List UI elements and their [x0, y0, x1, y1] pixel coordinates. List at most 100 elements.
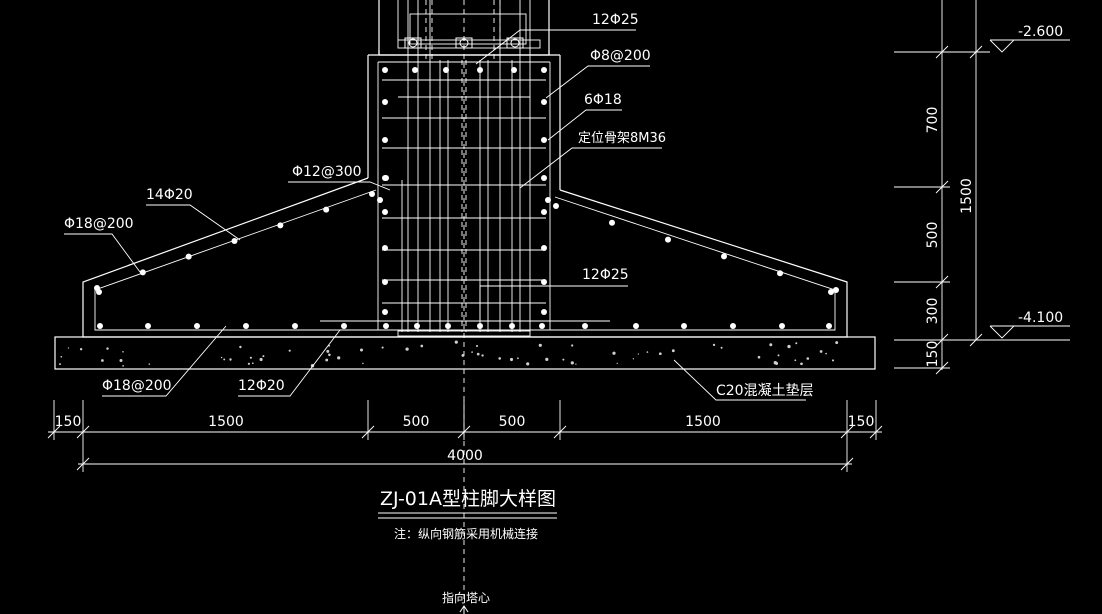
reinforcement-lines — [94, 0, 836, 337]
rebar-dot — [145, 323, 151, 329]
aggregate-speck — [545, 357, 549, 361]
aggregate-speck — [471, 351, 473, 353]
rebar-dot — [443, 67, 449, 73]
aggregate-speck — [646, 351, 649, 353]
rebar-dot — [383, 175, 389, 181]
aggregate-speck — [362, 362, 364, 365]
rebar-dot — [185, 253, 192, 260]
aggregate-speck — [325, 358, 329, 362]
label-stirrups: Φ8@200 — [590, 48, 651, 64]
aggregate-speck — [831, 359, 835, 362]
dim-500-vertical: 500 — [925, 222, 941, 249]
aggregate-speck — [247, 362, 250, 365]
aggregate-speck — [79, 348, 83, 351]
aggregate-speck — [122, 351, 124, 353]
aggregate-speck — [101, 359, 104, 362]
rebar-dot — [721, 253, 727, 260]
rebar-dot — [383, 323, 389, 329]
label-side-bars: 6Φ18 — [584, 92, 622, 108]
direction-arrow — [459, 605, 469, 614]
aggregate-speck — [475, 344, 479, 348]
horizontal-dimension-lines — [47, 400, 883, 472]
leader-lines — [64, 29, 806, 401]
dim-1500-vertical: 1500 — [959, 178, 975, 214]
aggregate-speck — [59, 363, 61, 366]
aggregate-speck — [769, 343, 773, 347]
aggregate-speck — [720, 346, 723, 349]
elevation-top: -2.600 — [1018, 24, 1063, 40]
bolt-nut-left — [404, 37, 422, 49]
aggregate-speck — [381, 346, 384, 349]
rebar-dot — [414, 323, 420, 329]
aggregate-speck — [476, 352, 480, 356]
rebar-dot — [730, 323, 736, 329]
aggregate-speck — [481, 354, 484, 357]
rebar-dot — [541, 209, 547, 215]
aggregate-speck — [526, 362, 530, 366]
aggregate-speck — [420, 344, 424, 348]
aggregate-speck — [757, 355, 761, 359]
elevation-bottom: -4.100 — [1018, 310, 1063, 326]
aggregate-speck — [249, 356, 252, 359]
rebar-dot — [277, 222, 284, 229]
rebar-section-dots — [94, 67, 839, 329]
rebar-dot — [828, 289, 834, 295]
aggregate-speck — [571, 344, 574, 347]
drawing-note: 注：纵向钢筋采用机械连接 — [394, 526, 538, 541]
rebar-dot — [97, 323, 103, 329]
aggregate-speck — [671, 349, 675, 353]
rebar-dot — [833, 287, 839, 293]
label-slope-distribution: Φ18@200 — [64, 216, 134, 232]
rebar-dot — [412, 67, 418, 73]
dim-right-500: 500 — [499, 414, 526, 430]
rebar-dot — [777, 270, 783, 277]
label-pier-stirrup: Φ12@300 — [292, 164, 362, 180]
title-underline — [378, 512, 557, 519]
aggregate-speck — [575, 363, 577, 365]
cushion-aggregate — [59, 340, 839, 368]
dim-150-vertical: 150 — [925, 341, 941, 368]
rebar-dot — [541, 99, 547, 105]
aggregate-speck — [122, 365, 124, 367]
aggregate-speck — [148, 363, 151, 365]
dim-left-1500: 1500 — [208, 414, 244, 430]
dim-total-4000: 4000 — [447, 448, 483, 464]
aggregate-speck — [326, 349, 330, 353]
rebar-dot — [243, 323, 249, 329]
label-cushion-layer: C20混凝土垫层 — [716, 383, 814, 399]
rebar-dot — [541, 137, 547, 143]
aggregate-speck — [795, 342, 798, 345]
rebar-dot — [377, 197, 383, 203]
direction-label: 指向塔心 — [442, 590, 490, 605]
aggregate-speck — [223, 358, 226, 361]
rebar-dot — [382, 309, 388, 315]
dim-right-1500: 1500 — [685, 414, 721, 430]
aggregate-speck — [773, 361, 777, 365]
aggregate-speck — [229, 358, 232, 361]
rebar-dot — [681, 323, 687, 329]
aggregate-speck — [454, 340, 458, 344]
aggregate-speck — [220, 356, 223, 359]
rebar-dot — [511, 67, 517, 73]
rebar-dot — [582, 323, 588, 329]
dim-700: 700 — [925, 107, 941, 134]
rebar-dot — [541, 67, 547, 73]
aggregate-speck — [239, 345, 242, 349]
rebar-dot — [382, 279, 388, 285]
rebar-dot — [553, 203, 559, 209]
aggregate-speck — [787, 344, 791, 349]
aggregate-speck — [825, 352, 827, 355]
aggregate-speck — [835, 341, 839, 345]
rebar-dot — [194, 323, 200, 329]
aggregate-speck — [819, 350, 823, 353]
vertical-dimension-lines — [894, 0, 1070, 375]
rebar-dot — [541, 279, 547, 285]
rebar-dot — [541, 309, 547, 315]
label-bottom-distribution: Φ18@200 — [102, 378, 172, 394]
drawing-title: ZJ-01A型柱脚大样图 — [380, 488, 556, 510]
aggregate-speck — [794, 359, 797, 362]
aggregate-speck — [461, 353, 465, 357]
rebar-dot — [382, 99, 388, 105]
rebar-dot — [369, 191, 375, 197]
anchor-bolts — [404, 37, 524, 49]
